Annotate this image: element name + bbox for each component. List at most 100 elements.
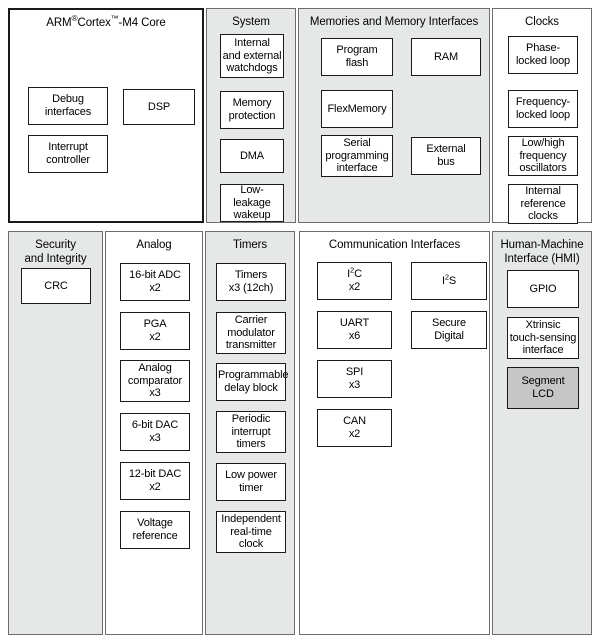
panel-security-integrity[interactable]: Security and Integrity CRC xyxy=(8,231,103,635)
panel-hmi[interactable]: Human-Machine Interface (HMI) GPIO Xtrin… xyxy=(492,231,592,635)
panel-title-timers: Timers xyxy=(206,239,294,253)
panel-title-line1-communication-interfaces: Communication Interfaces xyxy=(328,239,461,251)
panel-title-line1-arm-core: ARM®Cortex™-M4 xyxy=(46,14,139,29)
block-label-crc: CRC xyxy=(44,279,68,292)
block-label-dma: DMA xyxy=(240,149,264,162)
block-crc[interactable]: CRC xyxy=(21,268,91,304)
block-i2s[interactable]: I2S xyxy=(411,262,487,300)
panel-title-clocks: Clocks xyxy=(493,16,591,30)
panel-title-line2-security-integrity: and Integrity xyxy=(24,252,87,265)
panel-title-line2-text-arm-core: Core xyxy=(141,17,166,29)
block-label-ram: RAM xyxy=(434,50,458,63)
panel-title-line1-hmi: Human-Machine xyxy=(500,239,584,251)
block-label-phase-locked-loop: Phase-locked loop xyxy=(516,42,570,67)
block-flexmemory[interactable]: FlexMemory xyxy=(321,90,393,128)
panel-title-hmi: Human-Machine Interface (HMI) xyxy=(493,239,591,266)
block-label-i2s: I2S xyxy=(441,272,457,287)
panel-title-line1-memories: Memories and Memory Interfaces xyxy=(309,16,479,28)
panel-title-line1-clocks: Clocks xyxy=(525,16,559,28)
panel-title-line2-hmi: Interface (HMI) xyxy=(504,252,580,265)
block-dma[interactable]: DMA xyxy=(220,139,284,173)
panel-title-line1-security-integrity: Security xyxy=(35,239,76,251)
block-phase-locked-loop[interactable]: Phase-locked loop xyxy=(508,36,578,74)
panel-title-line1-system: System xyxy=(232,16,270,28)
block-gpio[interactable]: GPIO xyxy=(507,270,579,308)
panel-title-security-integrity: Security and Integrity xyxy=(9,239,102,266)
block-ram[interactable]: RAM xyxy=(411,38,481,76)
block-dsp[interactable]: DSP xyxy=(123,89,195,125)
panel-title-system: System xyxy=(207,16,295,30)
panel-clocks[interactable]: Clocks Phase-locked loop Frequency-locke… xyxy=(492,8,592,224)
block-frequency-locked-loop[interactable]: Frequency-locked loop xyxy=(508,90,578,128)
panel-title-arm-core: ARM®Cortex™-M4 Core xyxy=(10,14,202,31)
panel-title-line1-analog: Analog xyxy=(136,239,172,251)
panel-title-memories: Memories and Memory Interfaces xyxy=(299,16,489,30)
block-label-flexmemory: FlexMemory xyxy=(327,102,387,115)
panel-title-communication-interfaces: Communication Interfaces xyxy=(300,239,489,253)
block-label-frequency-locked-loop: Frequency-locked loop xyxy=(515,96,571,121)
panel-title-analog: Analog xyxy=(106,239,202,253)
